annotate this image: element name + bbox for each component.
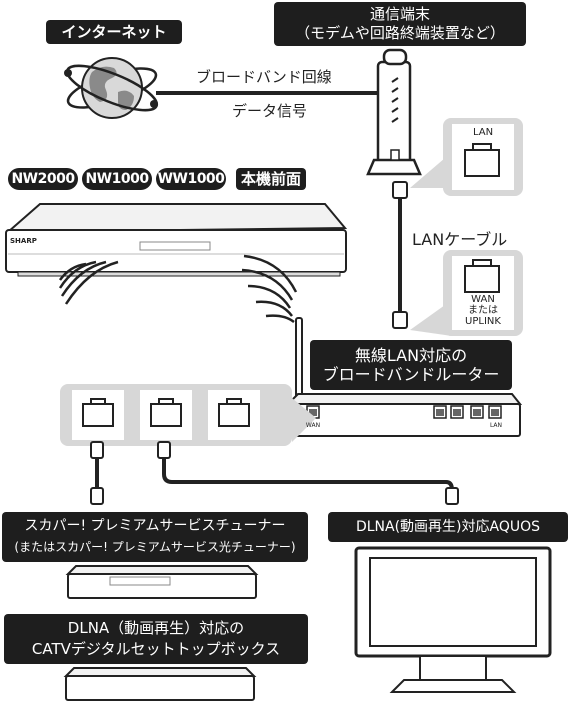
catv-label: DLNA（動画再生）対応の CATVデジタルセットトップボックス — [4, 614, 308, 664]
router-label-line1: 無線LAN対応の — [354, 346, 468, 365]
aquos-tv — [354, 546, 552, 693]
model-badge-nw2000: NW2000 — [8, 168, 78, 190]
catv-label-line2: CATVデジタルセットトップボックス — [31, 640, 281, 658]
modem-label: 通信端末 （モデムや回路終端装置など） — [274, 2, 526, 46]
catv-label-line1: DLNA（動画再生）対応の — [67, 619, 245, 637]
modem-label-line1: 通信端末 — [369, 5, 430, 23]
recorder-brand-logo: SHARP — [10, 237, 37, 245]
broadband-label: ブロードバンド回線 — [196, 68, 332, 86]
data-signal-label: データ信号 — [232, 102, 308, 120]
aquos-label: DLNA(動画再生)対応AQUOS — [328, 512, 568, 542]
lan-port-label: LAN — [472, 127, 494, 138]
router-device — [285, 317, 523, 437]
recorder-device — [5, 203, 348, 277]
router-label: 無線LAN対応の ブロードバンドルーター — [310, 340, 512, 390]
front-label: 本機前面 — [236, 168, 306, 190]
catv-stb-device — [63, 667, 257, 701]
modem-device — [366, 48, 422, 176]
modem-label-line2: （モデムや回路終端装置など） — [295, 24, 505, 42]
wireless-waves-router — [241, 254, 298, 324]
globe-icon — [64, 57, 159, 119]
lan-cable-label: LANケーブル — [412, 230, 508, 249]
wan-port-label: WAN または UPLINK — [452, 294, 514, 327]
internet-label: インターネット — [46, 20, 182, 44]
tuner-device — [65, 565, 259, 599]
wan-port-label-1: WAN — [471, 294, 495, 305]
router-wan-port-text: WAN — [305, 422, 321, 429]
wan-port-label-2: または — [468, 305, 498, 316]
tuner-label-line1: スカパー! プレミアムサービスチューナー — [24, 518, 286, 534]
router-label-line2: ブロードバンドルーター — [322, 365, 500, 384]
tuner-label-line2: (またはスカパー! プレミアムサービス光チューナー) — [14, 540, 296, 554]
wan-port-label-3: UPLINK — [465, 316, 501, 327]
router-lan-port-text: LAN — [489, 422, 503, 429]
tuner-label: スカパー! プレミアムサービスチューナー (またはスカパー! プレミアムサービス… — [2, 512, 308, 562]
model-badge-ww1000: WW1000 — [156, 168, 226, 190]
wireless-waves-recorder — [58, 260, 119, 305]
model-badge-nw1000: NW1000 — [82, 168, 152, 190]
